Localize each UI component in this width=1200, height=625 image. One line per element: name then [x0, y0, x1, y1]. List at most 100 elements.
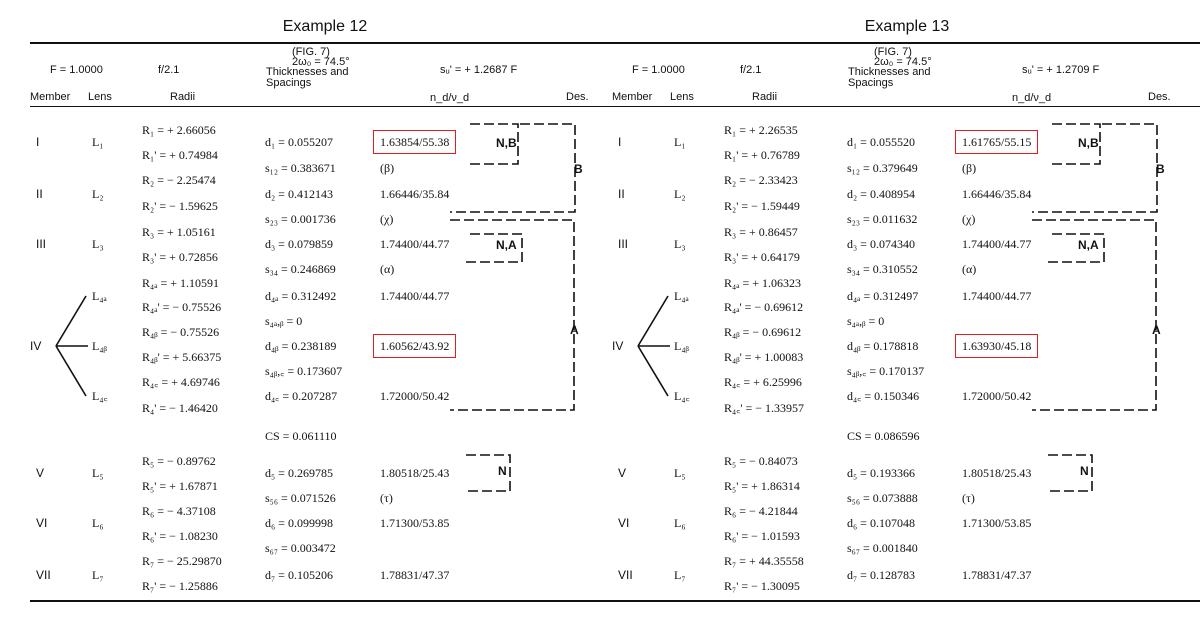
- thickness-value: d₇ = 0.105206: [265, 568, 333, 582]
- thickness-value: d₄ₐ = 0.312497: [847, 289, 919, 303]
- lens-label: L₆: [674, 516, 686, 530]
- col-lens: Lens: [88, 91, 112, 103]
- radius-value: R₃ = + 0.86457: [724, 225, 798, 239]
- glass-value: 1.78831/47.37: [962, 568, 1032, 582]
- bracket-n-a: [1048, 233, 1105, 263]
- member-label: III: [36, 237, 47, 251]
- bracket-n-b: [466, 123, 519, 165]
- member-label: VII: [36, 568, 51, 582]
- bracket-a-outer: [1032, 219, 1157, 411]
- radius-value: R₄꜀ = + 4.69746: [142, 375, 220, 389]
- glass-value: 1.80518/25.43: [380, 466, 450, 480]
- fig-reference: (FIG. 7): [874, 46, 912, 58]
- lens-label: L₄ₐ: [92, 289, 107, 303]
- member-label: VI: [36, 516, 48, 530]
- lens-label: L₃: [674, 237, 686, 251]
- thickness-value: s₄ᵦ,꜀ = 0.170137: [847, 364, 925, 378]
- designation-brackets: [637, 123, 1158, 492]
- table-rule-top: [30, 42, 620, 44]
- member-label: II: [36, 187, 43, 201]
- glass-value: 1.66446/35.84: [962, 187, 1032, 201]
- glass-value: (α): [962, 262, 977, 276]
- radius-value: R₄꜀' = − 1.33957: [724, 401, 805, 415]
- thickness-value: d₁ = 0.055520: [847, 135, 915, 149]
- glass-value: (τ): [962, 491, 975, 505]
- member-label: I: [618, 135, 622, 149]
- glass-value: (β): [380, 161, 395, 175]
- col-des: Des.: [1148, 91, 1171, 103]
- thickness-value: d₄꜀ = 0.207287: [265, 389, 338, 403]
- thicknesses-label: Thicknesses and: [266, 66, 349, 78]
- bracket-n: [1048, 454, 1093, 492]
- designation-brackets: [55, 123, 576, 492]
- radius-value: R₂ = − 2.33423: [724, 173, 798, 187]
- glass-value: 1.80518/25.43: [962, 466, 1032, 480]
- radius-value: R₁' = + 0.74984: [142, 148, 218, 162]
- bracket-n: [466, 454, 511, 492]
- glass-value: 1.66446/35.84: [380, 187, 450, 201]
- radius-value: R₇ = + 44.35558: [724, 554, 804, 568]
- member-label: V: [618, 466, 627, 480]
- member-label: IV: [30, 339, 42, 353]
- thickness-value: d₃ = 0.079859: [265, 237, 333, 251]
- thickness-value: s₁₂ = 0.383671: [265, 161, 336, 175]
- thickness-value: s₆₇ = 0.001840: [847, 541, 918, 555]
- radius-value: R₆ = − 4.37108: [142, 504, 216, 518]
- lens-label: L₂: [674, 187, 686, 201]
- lens-label: L₄꜀: [92, 389, 108, 403]
- col-nd-vd: n_d/ν_d: [430, 92, 470, 104]
- thickness-value: s₂₃ = 0.011632: [847, 212, 918, 226]
- thickness-value: d₃ = 0.074340: [847, 237, 915, 251]
- bracket-b-outer: [1032, 123, 1158, 213]
- col-radii: Radii: [170, 91, 196, 103]
- col-member: Member: [612, 91, 653, 103]
- back-focus: sᵤ' = + 1.2687 F: [440, 64, 518, 76]
- thickness-value: d₄ᵦ = 0.178818: [847, 339, 919, 353]
- member-label: II: [618, 187, 625, 201]
- thickness-value: d₇ = 0.128783: [847, 568, 915, 582]
- radius-value: R₁ = + 2.26535: [724, 123, 798, 137]
- col-lens: Lens: [670, 91, 694, 103]
- glass-value: 1.71300/53.85: [380, 516, 450, 530]
- highlighted-glass-value: 1.63854/55.38: [373, 130, 457, 154]
- lens-label: L₄ᵦ: [674, 339, 689, 353]
- back-focus: sᵤ' = + 1.2709 F: [1022, 64, 1100, 76]
- designation-label: N: [498, 464, 507, 478]
- radius-value: R₄ᵦ' = + 1.00083: [724, 350, 804, 364]
- example-title: Example 13: [864, 18, 950, 35]
- radius-value: R₂' = − 1.59625: [142, 199, 218, 213]
- designation-label: N,B: [496, 136, 517, 150]
- col-member: Member: [30, 91, 71, 103]
- field-angle: 2ω₀ = 74.5°: [874, 56, 932, 68]
- lens-label: L₅: [674, 466, 686, 480]
- thickness-value: s₄ₐ,ᵦ = 0: [847, 314, 885, 328]
- radius-value: R₄' = − 1.46420: [142, 401, 218, 415]
- table-rule-mid: [612, 106, 1200, 107]
- thickness-value: s₅₆ = 0.071526: [265, 491, 336, 505]
- designation-label: N,A: [1078, 238, 1099, 252]
- spacings-label: Spacings: [848, 77, 894, 89]
- field-angle: 2ω₀ = 74.5°: [292, 56, 350, 68]
- thickness-value: CS = 0.086596: [847, 429, 920, 443]
- designation-label: B: [574, 162, 583, 176]
- thicknesses-label: Thicknesses and: [848, 66, 931, 78]
- radius-value: R₂ = − 2.25474: [142, 173, 216, 187]
- radius-value: R₆' = − 1.01593: [724, 529, 800, 543]
- bracket-a-outer: [450, 219, 575, 411]
- fig-reference: (FIG. 7): [292, 46, 330, 58]
- radius-value: R₁' = + 0.76789: [724, 148, 800, 162]
- thickness-value: CS = 0.061110: [265, 429, 337, 443]
- thickness-value: d₄ᵦ = 0.238189: [265, 339, 337, 353]
- f-number: f/2.1: [740, 64, 762, 76]
- glass-value: 1.71300/53.85: [962, 516, 1032, 530]
- lens-group-fork: [637, 295, 670, 397]
- thickness-value: d₂ = 0.408954: [847, 187, 915, 201]
- lens-label: L₄ᵦ: [92, 339, 107, 353]
- designation-label: B: [1156, 162, 1165, 176]
- radius-value: R₃' = + 0.64179: [724, 250, 800, 264]
- glass-value: (β): [962, 161, 977, 175]
- bracket-b-outer: [450, 123, 576, 213]
- thickness-value: d₄꜀ = 0.150346: [847, 389, 920, 403]
